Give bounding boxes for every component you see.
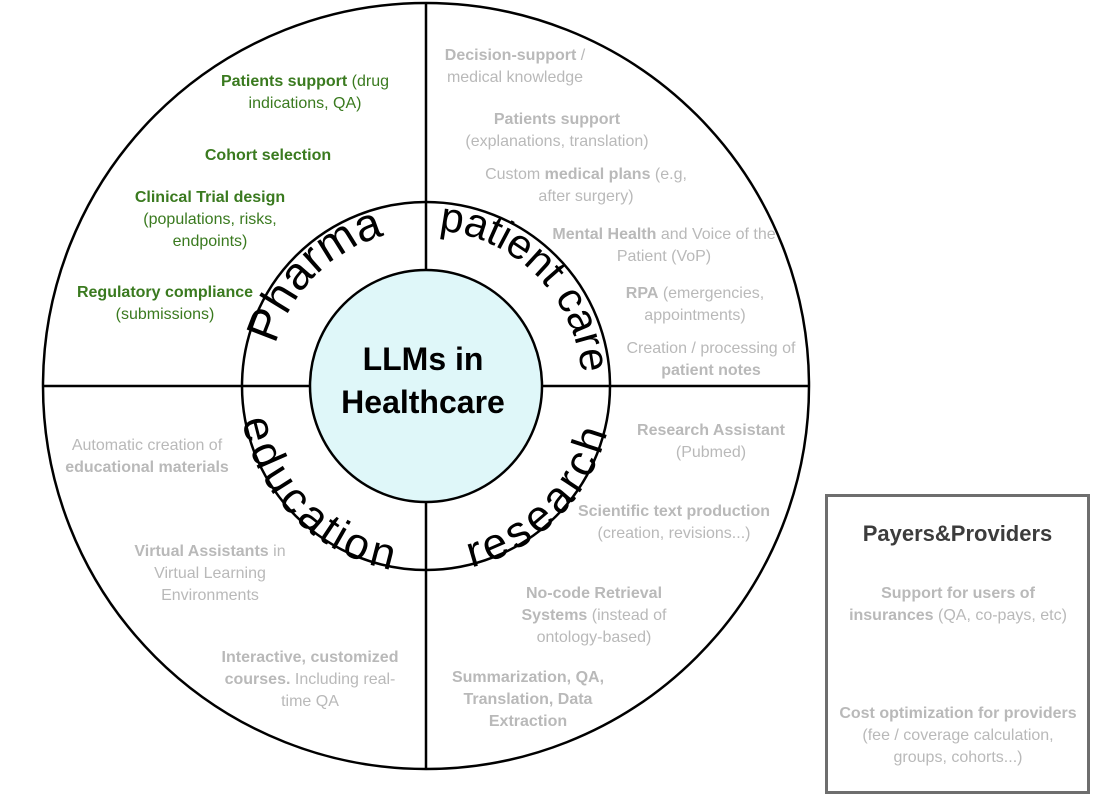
center-circle [308,268,544,504]
research-item-3-bold: No-code Retrieval Systems [521,585,663,624]
patient-care-item-3-rest: (e.g, after surgery) [538,166,687,205]
patient-care-item-5-bold: RPA [625,285,659,302]
patient-care-item-5-rest: (emergencies, appointments) [644,285,765,324]
pharma-item-3-bold: Clinical Trial design [134,189,286,206]
patient-care-item-mental-health: Mental Health and Voice of the Patient (… [548,224,780,268]
research-item-1-bold: Research Assistant [637,422,785,439]
center-title-line2: Healthcare [341,384,505,420]
pharma-item-4-bold: Regulatory compliance [76,284,254,301]
education-item-1-bold: educational materials [65,459,229,476]
research-item-research-assistant: Research Assistant (Pubmed) [626,420,796,464]
payers-providers-item-1-rest: (QA, co-pays, etc) [933,607,1067,624]
education-item-3-rest: Including real-time QA [281,671,396,710]
education-item-3-bold: Interactive, customized courses. [221,649,399,688]
patient-care-item-3-bold: medical plans [544,166,651,183]
research-item-3-rest: (instead of ontology-based) [536,607,667,646]
patient-care-item-custom-medical-plans: Custom medical plans (e.g, after surgery… [470,164,702,208]
research-item-2-rest: (creation, revisions...) [597,525,751,542]
pharma-item-cohort-selection: Cohort selection [168,145,368,167]
center-title-line1: LLMs in [363,341,484,377]
pharma-item-4-rest: (submissions) [115,306,215,323]
research-item-4-bold: Summarization, QA, Translation, Data Ext… [451,669,605,730]
pharma-item-2-bold: Cohort selection [204,147,332,164]
research-item-1-rest: (Pubmed) [675,444,747,461]
patient-care-item-6-bold: patient notes [661,362,761,379]
research-item-summarization: Summarization, QA, Translation, Data Ext… [440,667,616,733]
patient-care-item-patient-notes: Creation / processing of patient notes [617,338,805,382]
pharma-item-1-bold: Patients support [220,73,348,90]
payers-providers-item-2-bold: Cost optimization for providers [839,705,1077,722]
education-item-interactive-courses: Interactive, customized courses. Includi… [212,647,408,713]
pharma-item-3-rest: (populations, risks, endpoints) [143,211,277,250]
patient-care-item-2-rest: (explanations, translation) [465,133,649,150]
pharma-item-patients-support: Patients support (drug indications, QA) [200,71,410,115]
education-item-2-bold: Virtual Assistants [134,543,269,560]
patient-care-item-1-rest: / medical knowledge [446,47,586,86]
payers-providers-title: Payers&Providers [862,521,1053,546]
education-item-1-pre: Automatic creation of [71,437,223,454]
patient-care-item-3-pre: Custom [485,166,545,183]
research-item-scientific-text: Scientific text production (creation, re… [566,501,782,545]
patient-care-item-2-bold: Patients support [493,111,621,128]
patient-care-item-rpa: RPA (emergencies, appointments) [605,283,785,327]
research-item-no-code-retrieval: No-code Retrieval Systems (instead of on… [506,583,682,649]
education-item-educational-materials: Automatic creation of educational materi… [52,435,242,479]
patient-care-item-4-rest: and Voice of the Patient (VoP) [616,226,776,265]
payers-providers-box: Payers&Providers Support for users of in… [825,494,1090,794]
patient-care-item-decision-support: Decision-support / medical knowledge [430,45,600,89]
pharma-item-regulatory-compliance: Regulatory compliance (submissions) [60,282,270,326]
pharma-item-clinical-trial-design: Clinical Trial design (populations, risk… [120,187,300,253]
pharma-item-1-rest: (drug indications, QA) [248,73,390,112]
education-item-2-rest: in Virtual Learning Environments [154,543,286,604]
payers-providers-item-2-rest: (fee / coverage calculation, groups, coh… [862,727,1054,766]
education-item-virtual-assistants: Virtual Assistants in Virtual Learning E… [120,541,300,607]
payers-providers-item-1-bold: Support for users of insurances [849,585,1035,624]
payers-providers-item-cost-optimization: Cost optimization for providers (fee / c… [838,703,1078,769]
patient-care-item-6-pre: Creation / processing of [626,340,796,357]
research-item-2-bold: Scientific text production [577,503,770,520]
patient-care-item-1-bold: Decision-support [444,47,577,64]
payers-providers-item-insurance-support: Support for users of insurances (QA, co-… [838,583,1078,627]
patient-care-item-4-bold: Mental Health [552,226,657,243]
patient-care-item-patients-support: Patients support (explanations, translat… [442,109,672,153]
